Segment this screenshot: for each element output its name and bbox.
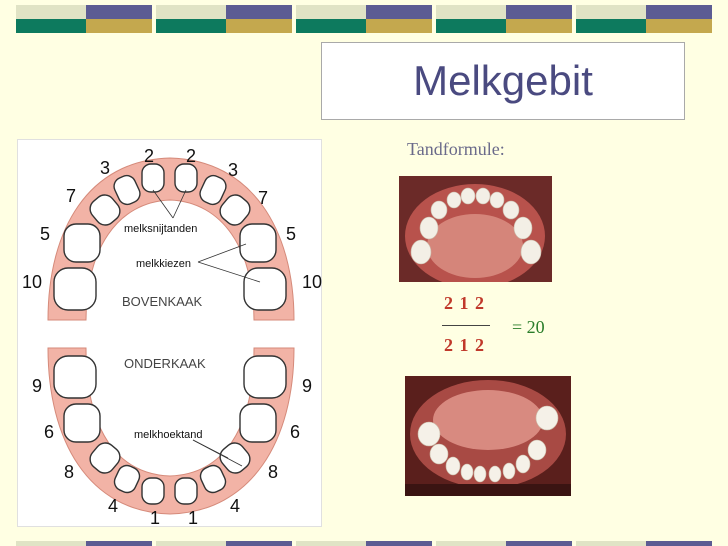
tooth-upper-incisor-right	[174, 163, 198, 193]
num-lower-molar1-left: 6	[44, 422, 54, 442]
title-box: Melkgebit	[321, 42, 685, 120]
lower-jaw-photo	[405, 376, 571, 496]
upper-jaw-photo	[399, 176, 552, 282]
label-canine: melkhoektand	[134, 429, 203, 441]
num-lower-lateral-right: 4	[230, 496, 240, 516]
tooth-upper-incisor-left	[141, 163, 165, 193]
band-block	[156, 5, 296, 33]
num-lower-lateral-left: 4	[108, 496, 118, 516]
diagram-svg: 2 2 3 3 7 7 5 5 10 10 9 9 6 6 8 8 4 4 1 …	[22, 146, 322, 528]
num-lower-molar1-right: 6	[290, 422, 300, 442]
num-upper-incisor-right: 2	[186, 146, 196, 166]
num-upper-lateral-left: 3	[100, 158, 110, 178]
slide-title: Melkgebit	[413, 57, 593, 104]
formula-label: Tandformule:	[407, 139, 505, 159]
tooth-upper-lateral-left	[113, 174, 141, 206]
tooth-lower-canine-right	[219, 442, 251, 474]
band-block	[296, 5, 436, 33]
num-upper-incisor-left: 2	[144, 146, 154, 166]
tooth-lower-incisor-left	[141, 477, 165, 505]
band-block	[16, 541, 156, 546]
num-upper-molar2-left: 10	[22, 272, 42, 292]
label-incisors: melksnijtanden	[124, 223, 197, 235]
band-block	[296, 541, 436, 546]
tooth-lower-canine-left	[89, 442, 121, 474]
pointer-lines	[152, 189, 261, 467]
num-upper-lateral-right: 3	[228, 160, 238, 180]
num-upper-canine-right: 7	[258, 188, 268, 208]
bottom-decorative-band	[0, 536, 728, 546]
top-decorative-band	[0, 0, 728, 36]
tooth-upper-molar2-left	[53, 267, 97, 311]
lower-teeth	[53, 355, 287, 505]
label-lower-jaw: ONDERKAAK	[124, 356, 206, 371]
formula-fraction-line	[442, 325, 490, 326]
tooth-lower-molar1-left	[63, 403, 101, 443]
tooth-lower-lateral-left	[113, 464, 141, 494]
formula-result: = 20	[512, 317, 545, 337]
band-block	[156, 541, 296, 546]
tooth-upper-canine-left	[89, 194, 121, 226]
tooth-lower-incisor-right	[174, 477, 198, 505]
num-lower-canine-left: 8	[64, 462, 74, 482]
tooth-upper-lateral-right	[199, 174, 227, 206]
num-lower-molar2-left: 9	[32, 376, 42, 396]
tooth-lower-molar2-right	[243, 355, 287, 399]
band-block	[436, 541, 576, 546]
tooth-lower-molar2-left	[53, 355, 97, 399]
num-lower-incisor-right: 1	[188, 508, 198, 528]
band-block	[436, 5, 576, 33]
formula-numerator: 2 1 2	[444, 293, 485, 313]
num-upper-molar1-right: 5	[286, 224, 296, 244]
milk-teeth-diagram: 2 2 3 3 7 7 5 5 10 10 9 9 6 6 8 8 4 4 1 …	[17, 139, 322, 528]
num-upper-molar2-right: 10	[302, 272, 322, 292]
band-block	[576, 5, 716, 33]
upper-teeth	[53, 163, 287, 311]
label-upper-jaw: BOVENKAAK	[122, 294, 203, 309]
label-molars: melkkiezen	[136, 258, 191, 270]
num-lower-molar2-right: 9	[302, 376, 312, 396]
band-block	[16, 5, 156, 33]
band-block	[576, 541, 716, 546]
formula-denominator: 2 1 2	[444, 335, 485, 355]
num-lower-canine-right: 8	[268, 462, 278, 482]
num-upper-molar1-left: 5	[40, 224, 50, 244]
num-lower-incisor-left: 1	[150, 508, 160, 528]
tooth-upper-molar2-right	[243, 267, 287, 311]
tooth-lower-lateral-right	[199, 464, 227, 494]
num-upper-canine-left: 7	[66, 186, 76, 206]
tooth-upper-molar1-left	[63, 223, 101, 263]
tooth-upper-molar1-right	[239, 223, 277, 263]
tooth-upper-canine-right	[219, 194, 251, 226]
tooth-lower-molar1-right	[239, 403, 277, 443]
